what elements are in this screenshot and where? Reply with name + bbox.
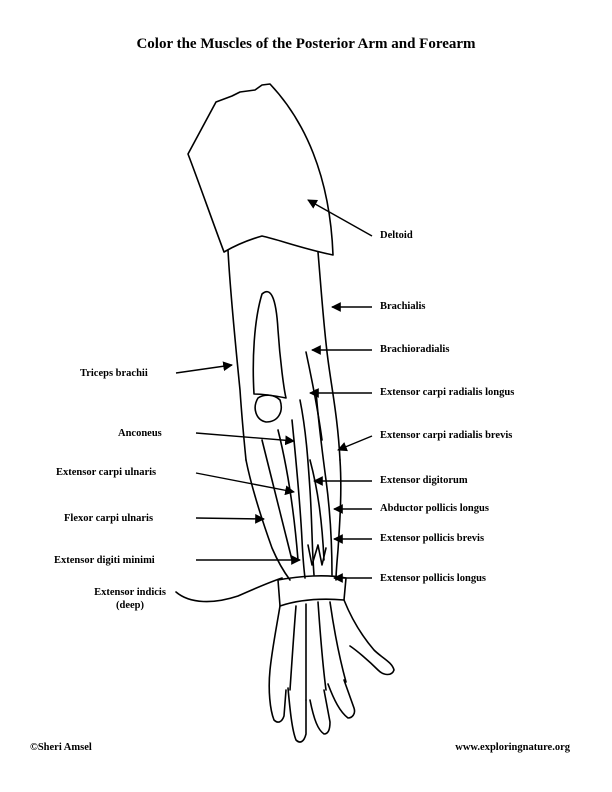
arrow-flexor-carpi-ulnaris bbox=[195, 513, 265, 524]
label-anconeus: Anconeus bbox=[118, 428, 162, 439]
label-triceps-brachii: Triceps brachii bbox=[80, 368, 148, 379]
muscle-line-5 bbox=[261, 439, 293, 561]
hand-tendon-3 bbox=[317, 601, 327, 691]
triceps-tendon bbox=[252, 290, 287, 399]
arrow-deltoid bbox=[307, 199, 373, 237]
label-brachialis: Brachialis bbox=[380, 301, 426, 312]
muscle-line-4 bbox=[305, 351, 323, 441]
label-ext-digiti-minimi: Extensor digiti minimi bbox=[54, 555, 155, 566]
wrist-tendons bbox=[307, 544, 327, 566]
label-ext-pollicis-longus: Extensor pollicis longus bbox=[380, 573, 486, 584]
label-ext-pollicis-brevis: Extensor pollicis brevis bbox=[380, 533, 485, 544]
label-ext-indicis-line2: (deep) bbox=[116, 600, 144, 611]
label-ext-indicis: Extensor indicis (deep) bbox=[80, 586, 180, 612]
label-deltoid: Deltoid bbox=[380, 230, 413, 241]
leader-arrows bbox=[175, 199, 373, 583]
muscle-line-1 bbox=[299, 399, 315, 576]
arrow-ext-carpi-ulnaris bbox=[195, 472, 295, 496]
hand-outline bbox=[268, 599, 395, 743]
ext-indicis-leader bbox=[175, 577, 283, 603]
website-link[interactable]: www.exploringnature.org bbox=[455, 742, 570, 753]
label-ext-carpi-rad-longus: Extensor carpi radialis longus bbox=[380, 387, 515, 398]
label-flexor-carpi-ulnaris: Flexor carpi ulnaris bbox=[64, 513, 154, 524]
arrow-anconeus bbox=[195, 432, 295, 446]
muscle-line-7 bbox=[309, 459, 325, 561]
forearm-outline-medial bbox=[245, 459, 291, 581]
hand-tendon-4 bbox=[329, 601, 347, 683]
copyright-text: ©Sheri Amsel bbox=[30, 742, 92, 753]
label-brachioradialis: Brachioradialis bbox=[380, 344, 450, 355]
page-title: Color the Muscles of the Posterior Arm a… bbox=[136, 36, 476, 52]
label-ext-carpi-ulnaris: Extensor carpi ulnaris bbox=[56, 467, 157, 478]
upper-arm-outline-lateral bbox=[317, 251, 341, 461]
arrow-ext-carpi-rad-brevis bbox=[337, 435, 373, 452]
deltoid-muscle bbox=[187, 83, 334, 256]
hand-tendon-1 bbox=[289, 605, 297, 691]
label-ext-digitorum: Extensor digitorum bbox=[380, 475, 468, 486]
label-ext-carpi-rad-brevis: Extensor carpi radialis brevis bbox=[380, 430, 513, 441]
elbow-olecranon bbox=[254, 394, 282, 423]
forearm-outline-lateral bbox=[335, 459, 342, 581]
upper-arm-outline bbox=[227, 249, 247, 461]
arrow-triceps bbox=[175, 361, 233, 374]
muscle-line-3 bbox=[291, 419, 306, 579]
label-abductor-pollicis-longus: Abductor pollicis longus bbox=[380, 503, 489, 514]
label-ext-indicis-line1: Extensor indicis bbox=[94, 587, 166, 598]
